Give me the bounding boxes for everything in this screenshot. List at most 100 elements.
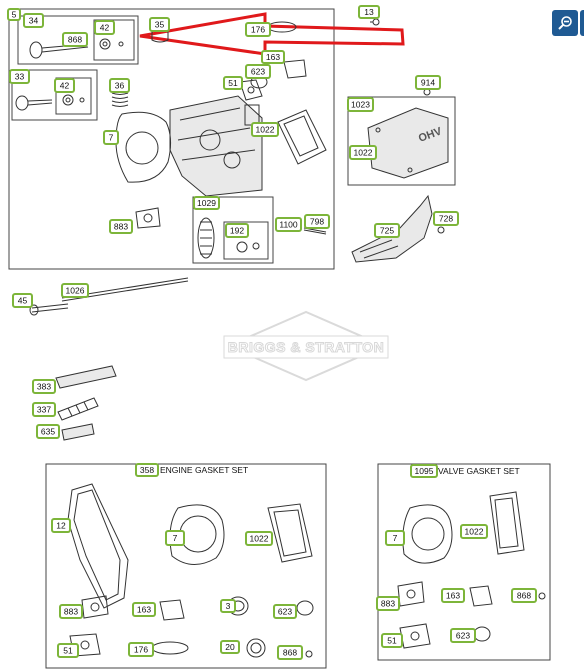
- callout-868c[interactable]: 868: [277, 645, 303, 660]
- screw-13: [370, 18, 380, 26]
- svg-text:868: 868: [517, 591, 531, 601]
- tube-635: [61, 423, 95, 441]
- callout-45[interactable]: 45: [12, 293, 33, 308]
- svg-text:798: 798: [310, 217, 324, 227]
- valve-box-34: [17, 15, 139, 65]
- engine-gasket-set-caption: ENGINE GASKET SET: [160, 465, 248, 475]
- callout-914[interactable]: 914: [415, 75, 441, 90]
- svg-text:3: 3: [226, 601, 231, 611]
- zoom-out-button[interactable]: [552, 10, 578, 36]
- callout-3[interactable]: 3: [220, 599, 236, 613]
- pointer-arrow: [139, 12, 405, 56]
- svg-text:12: 12: [56, 521, 66, 531]
- svg-text:7: 7: [173, 533, 178, 543]
- callout-163a[interactable]: 163: [261, 50, 285, 64]
- callout-51c[interactable]: 51: [381, 633, 403, 648]
- callout-20[interactable]: 20: [220, 640, 240, 654]
- callout-163c[interactable]: 163: [441, 588, 465, 603]
- callout-36[interactable]: 36: [109, 78, 130, 93]
- callout-798[interactable]: 798: [304, 214, 330, 229]
- callout-7b[interactable]: 7: [165, 530, 185, 546]
- svg-text:1022: 1022: [465, 527, 484, 537]
- callout-868a[interactable]: 868: [62, 32, 88, 47]
- rocker-cover: OHV: [367, 107, 449, 179]
- callout-1022b[interactable]: 1022: [349, 145, 377, 160]
- callout-163b[interactable]: 163: [132, 602, 156, 617]
- callout-33[interactable]: 33: [9, 69, 30, 84]
- callout-1023[interactable]: 1023: [347, 97, 374, 112]
- callout-192[interactable]: 192: [225, 223, 249, 238]
- callout-176b[interactable]: 176: [128, 642, 154, 657]
- toolbar-button-partial[interactable]: [580, 10, 584, 36]
- callout-42a[interactable]: 42: [94, 20, 115, 35]
- main-assembly-box: [8, 8, 335, 270]
- callout-883c[interactable]: 883: [376, 596, 400, 611]
- valve-box-42a: [93, 19, 135, 61]
- exhaust-gasket-883b: [81, 595, 109, 619]
- callout-1026[interactable]: 1026: [61, 283, 89, 298]
- svg-text:7: 7: [393, 533, 398, 543]
- svg-text:176: 176: [134, 645, 148, 655]
- svg-text:13: 13: [364, 7, 374, 17]
- valve-keepers-b: [62, 94, 85, 106]
- callout-725[interactable]: 725: [374, 223, 400, 238]
- callout-176a[interactable]: 176: [245, 22, 271, 37]
- o-ring-176b: [151, 641, 189, 655]
- intake-gasket-163c: [469, 585, 493, 607]
- svg-text:1029: 1029: [197, 198, 216, 208]
- svg-text:883: 883: [114, 222, 128, 232]
- svg-text:623: 623: [456, 631, 470, 641]
- callout-1022a[interactable]: 1022: [251, 122, 279, 137]
- cylinder-shield-725: [351, 194, 433, 263]
- svg-text:51: 51: [228, 78, 238, 88]
- valve-gasket-set-box: [377, 463, 551, 661]
- callout-35[interactable]: 35: [149, 17, 170, 32]
- callout-12[interactable]: 12: [51, 518, 71, 533]
- callout-5[interactable]: 5: [7, 8, 21, 21]
- callout-1022d[interactable]: 1022: [460, 524, 488, 539]
- callout-623c[interactable]: 623: [450, 628, 476, 643]
- callout-1100[interactable]: 1100: [275, 217, 302, 232]
- callout-383[interactable]: 383: [32, 379, 56, 394]
- callout-883a[interactable]: 883: [109, 219, 133, 234]
- callout-358[interactable]: 358: [135, 463, 159, 477]
- callout-883b[interactable]: 883: [59, 604, 83, 619]
- callout-51a[interactable]: 51: [223, 76, 243, 90]
- rocker-gasket-1022a: [277, 109, 327, 165]
- callout-1095[interactable]: 1095: [410, 464, 438, 478]
- callout-337[interactable]: 337: [32, 402, 56, 417]
- svg-text:337: 337: [37, 405, 51, 415]
- callout-1022c[interactable]: 1022: [245, 531, 273, 546]
- svg-text:868: 868: [283, 648, 297, 658]
- callout-623b[interactable]: 623: [273, 604, 297, 619]
- callout-34[interactable]: 34: [23, 13, 44, 28]
- exhaust-gasket-51a: [239, 79, 263, 101]
- svg-text:35: 35: [155, 20, 165, 30]
- callout-51b[interactable]: 51: [57, 643, 79, 658]
- rocker-gasket-1022c: [267, 503, 313, 563]
- svg-text:1022: 1022: [256, 125, 275, 135]
- svg-text:51: 51: [63, 646, 73, 656]
- svg-text:163: 163: [266, 52, 280, 62]
- svg-text:623: 623: [278, 607, 292, 617]
- cylinder-head: [169, 95, 263, 197]
- callout-7a[interactable]: 7: [103, 130, 119, 145]
- callout-728[interactable]: 728: [433, 211, 459, 226]
- callout-868b[interactable]: 868: [511, 588, 537, 603]
- screw-728: [437, 226, 445, 234]
- callout-13[interactable]: 13: [358, 5, 380, 19]
- svg-text:868: 868: [68, 35, 82, 45]
- engine-gasket-set-box: [45, 463, 327, 669]
- callout-7c[interactable]: 7: [385, 530, 405, 546]
- svg-text:20: 20: [225, 642, 235, 652]
- intake-gasket-163b: [159, 599, 185, 621]
- callout-42b[interactable]: 42: [54, 78, 75, 93]
- callout-635[interactable]: 635: [36, 424, 60, 439]
- svg-text:34: 34: [29, 16, 39, 26]
- callout-623a[interactable]: 623: [245, 64, 271, 79]
- callout-1029[interactable]: 1029: [193, 196, 220, 210]
- svg-text:1023: 1023: [351, 100, 370, 110]
- exhaust-gasket-51c: [399, 623, 431, 649]
- crankcase-gasket-12: [67, 483, 129, 609]
- svg-text:1100: 1100: [279, 220, 298, 230]
